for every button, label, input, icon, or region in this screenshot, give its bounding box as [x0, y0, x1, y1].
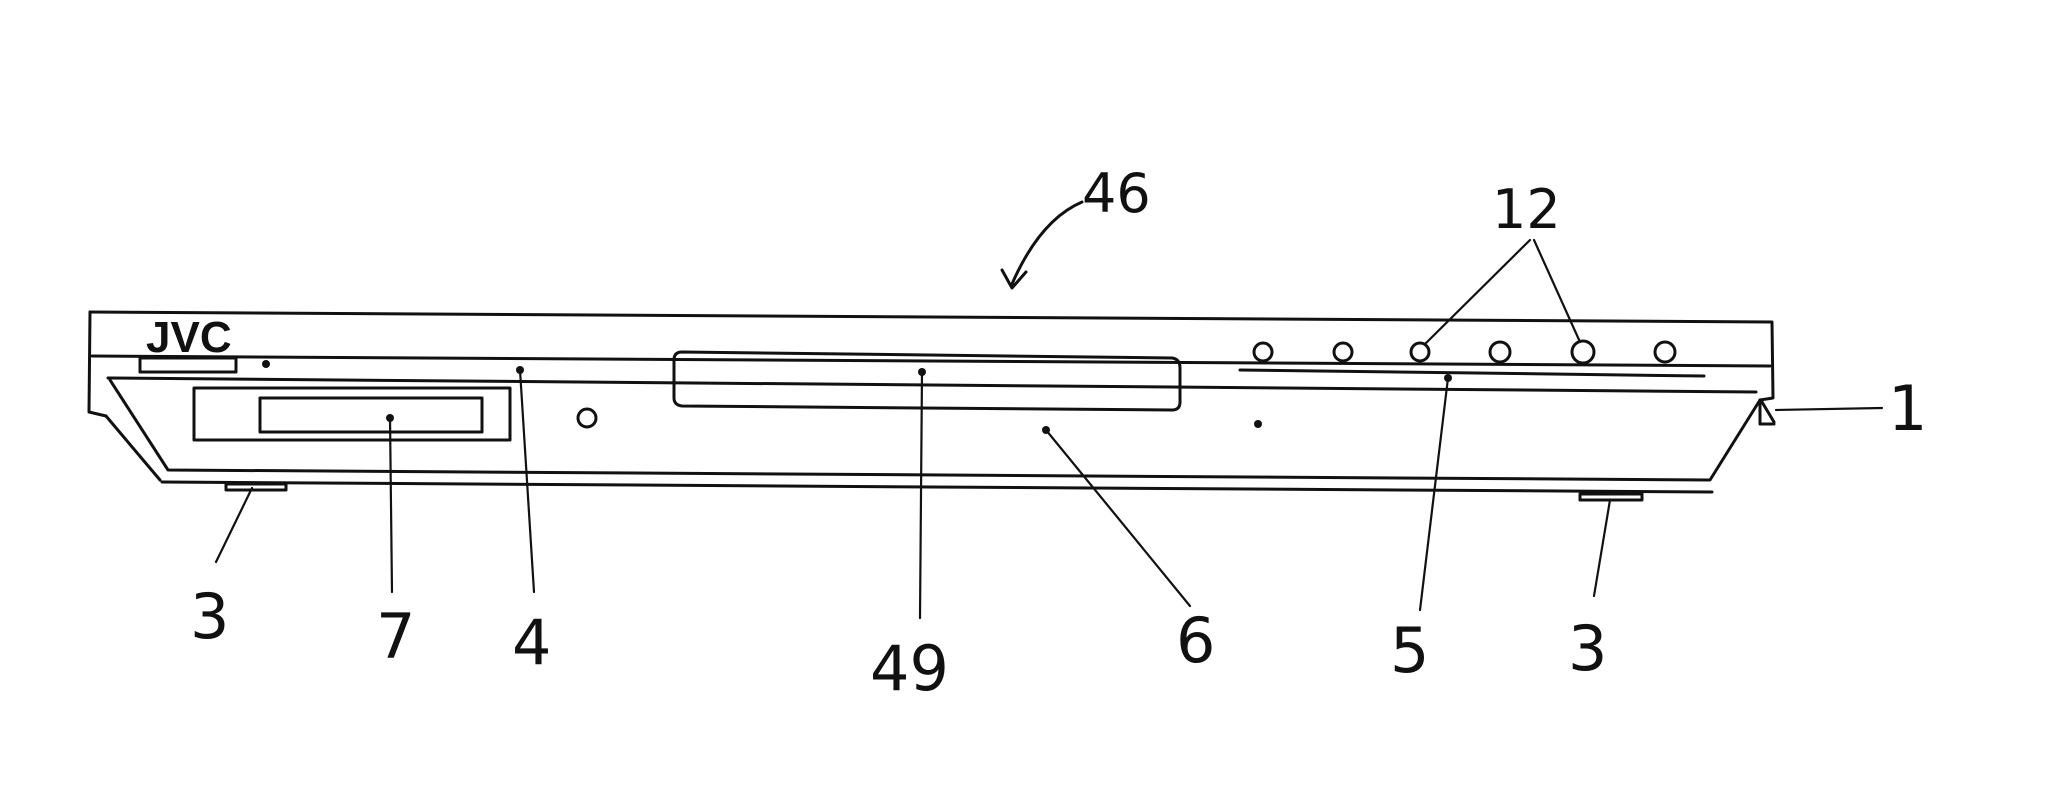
- label-6: 6: [1176, 604, 1215, 677]
- label-5: 5: [1390, 614, 1429, 687]
- control-button-4: [1488, 340, 1512, 364]
- control-button-3: [1409, 341, 1431, 363]
- label-4: 4: [512, 606, 551, 679]
- foot-right: [1578, 492, 1644, 502]
- device-housing: [87, 310, 1776, 494]
- jvc-logo: JVC: [146, 313, 232, 362]
- label-49: 49: [870, 632, 949, 705]
- label-12: 12: [1492, 178, 1561, 241]
- label-3-right: 3: [1568, 612, 1607, 685]
- control-button-2: [1332, 341, 1354, 363]
- label-1: 1: [1888, 372, 1927, 445]
- control-button-1: [1252, 341, 1274, 363]
- leader-lines: [214, 200, 1884, 620]
- display-window: [192, 386, 512, 442]
- disc-tray: [672, 350, 1182, 412]
- logo-plate: JVC: [138, 313, 238, 374]
- label-7: 7: [376, 600, 415, 673]
- control-buttons: [1238, 339, 1706, 378]
- label-3-left: 3: [190, 580, 229, 653]
- reference-labels: 46 12 1 3 7 4 49 6 5 3: [190, 162, 1927, 705]
- panel-dot: [1254, 420, 1262, 428]
- control-button-6: [1653, 340, 1677, 364]
- label-46: 46: [1082, 162, 1151, 225]
- indicator-dot: [262, 360, 270, 368]
- sensor-circle: [576, 407, 598, 429]
- foot-left: [224, 482, 288, 492]
- control-button-5: [1570, 339, 1596, 365]
